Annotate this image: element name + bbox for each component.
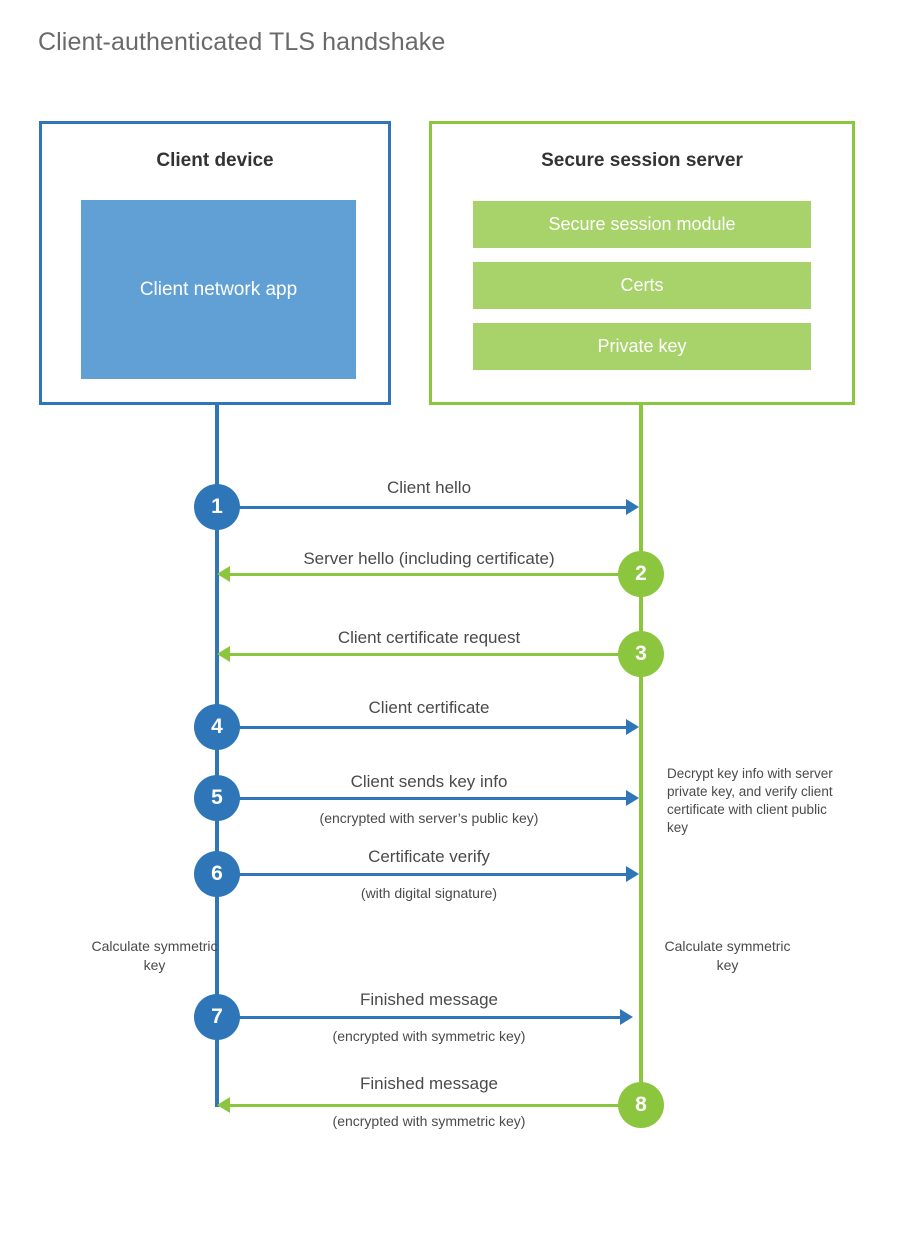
step-3-arrow-head-icon — [217, 646, 230, 662]
step-badge-4: 4 — [194, 704, 240, 750]
step-badge-7: 7 — [194, 994, 240, 1040]
step-6-label: Certificate verify — [368, 847, 490, 866]
step-8-sublabel: (encrypted with symmetric key) — [332, 1113, 526, 1129]
step-2-arrow-head-icon — [217, 566, 230, 582]
page-title: Client-authenticated TLS handshake — [38, 28, 446, 56]
step-1-arrow-head-icon — [626, 499, 639, 515]
step-3-arrow-line — [230, 653, 641, 656]
step-2-label: Server hello (including certificate) — [303, 549, 555, 568]
step-badge-5: 5 — [194, 775, 240, 821]
server-module-secure-session-module: Secure session module — [473, 201, 811, 248]
step-badge-8: 8 — [618, 1082, 664, 1128]
step-5-arrow-head-icon — [626, 790, 639, 806]
step-5-sublabel: (encrypted with server’s public key) — [319, 810, 539, 826]
step-8-arrow-line — [230, 1104, 641, 1107]
client-device-title: Client device — [156, 150, 274, 171]
step-2-arrow-line — [230, 573, 641, 576]
step-4-label: Client certificate — [368, 698, 490, 717]
step-badge-3: 3 — [618, 631, 664, 677]
secure-session-server-title: Secure session server — [541, 150, 743, 171]
step-3-label: Client certificate request — [337, 628, 521, 647]
client-network-app-block: Client network app — [81, 200, 356, 379]
step-4-arrow-line — [217, 726, 627, 729]
step-8-arrow-head-icon — [217, 1097, 230, 1113]
step-5-label: Client sends key info — [350, 772, 508, 791]
step-7-arrow-head-icon — [620, 1009, 633, 1025]
server-calculate-symmetric-key-note: Calculate symmetric key — [664, 938, 791, 973]
server-lifeline — [639, 405, 643, 1107]
client-calculate-symmetric-key-note: Calculate symmetric key — [91, 938, 218, 973]
server-module-certs: Certs — [473, 262, 811, 309]
step-badge-6: 6 — [194, 851, 240, 897]
step-7-sublabel: (encrypted with symmetric key) — [332, 1028, 526, 1044]
server-decrypt-note: Decrypt key info with server private key… — [667, 766, 833, 835]
client-lifeline — [215, 405, 219, 1107]
server-module-private-key: Private key — [473, 323, 811, 370]
client-device-box: Client device Client network app — [39, 121, 391, 405]
step-1-arrow-line — [217, 506, 627, 509]
step-1-label: Client hello — [386, 478, 472, 497]
secure-session-server-box: Secure session server Secure session mod… — [429, 121, 855, 405]
step-6-arrow-head-icon — [626, 866, 639, 882]
step-6-arrow-line — [217, 873, 627, 876]
step-6-sublabel: (with digital signature) — [360, 885, 498, 901]
step-badge-2: 2 — [618, 551, 664, 597]
step-8-label: Finished message — [360, 1074, 498, 1093]
step-7-label: Finished message — [360, 990, 498, 1009]
step-5-arrow-line — [217, 797, 627, 800]
step-badge-1: 1 — [194, 484, 240, 530]
step-7-arrow-line — [217, 1016, 621, 1019]
step-4-arrow-head-icon — [626, 719, 639, 735]
server-modules-list: Secure session module Certs Private key — [473, 201, 811, 370]
